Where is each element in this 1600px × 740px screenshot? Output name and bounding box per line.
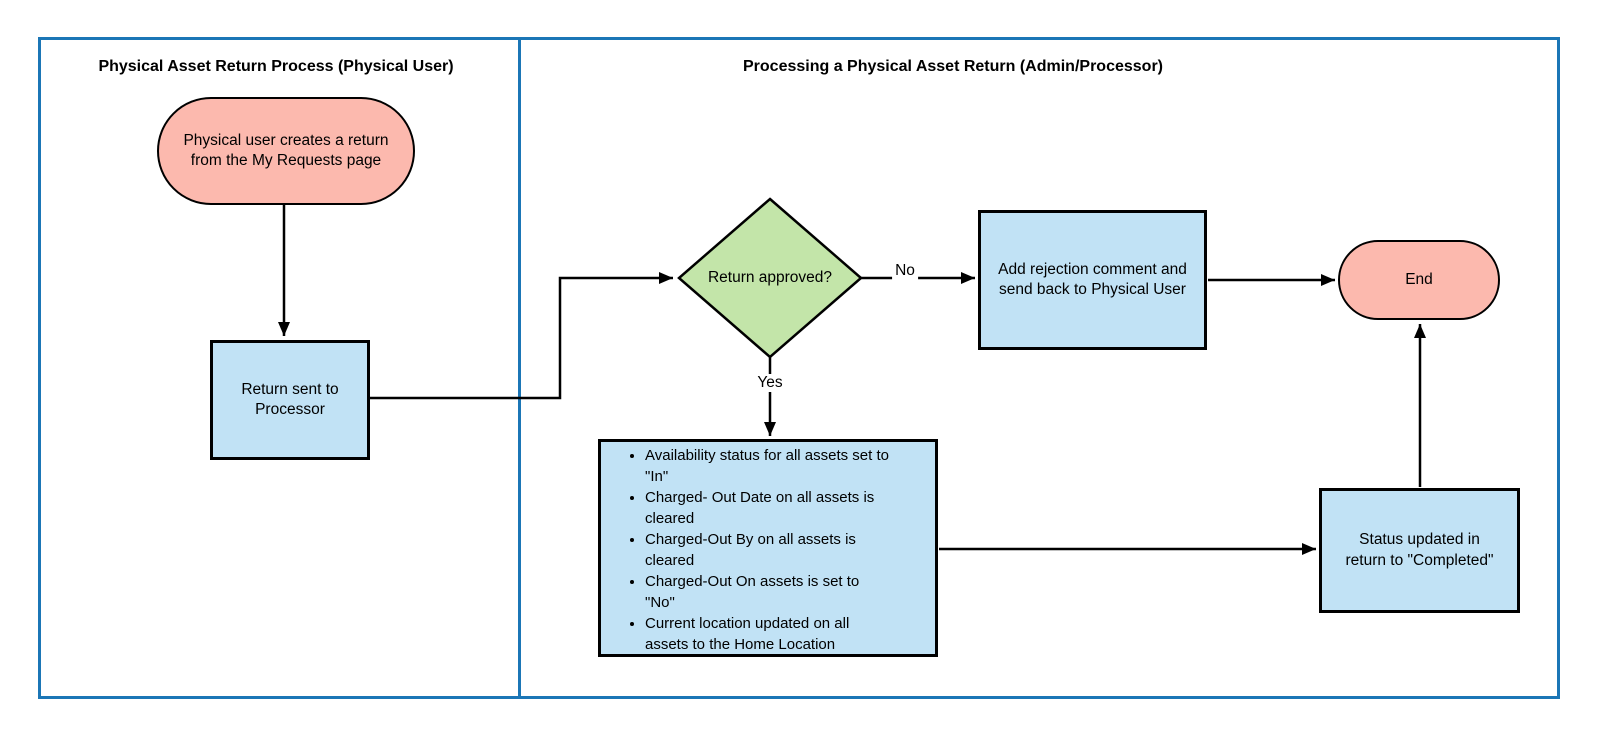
lane-title-admin-processor: Processing a Physical Asset Return (Admi… <box>743 58 1163 75</box>
asset-update-item: Availability status for all assets set t… <box>645 445 935 487</box>
asset-update-item: Charged-Out By on all assets is cleared <box>645 529 935 571</box>
start-terminator: Physical user creates a return from the … <box>157 97 415 205</box>
decision-return-approved: Return approved? <box>707 268 833 286</box>
asset-update-item: Charged-Out On assets is set to "No" <box>645 571 935 613</box>
edge-label-no: No <box>892 262 918 280</box>
edge-label-yes: Yes <box>754 374 786 392</box>
process-return-sent: Return sent to Processor <box>210 340 370 460</box>
process-add-rejection-comment: Add rejection comment and send back to P… <box>978 210 1207 350</box>
swimlane-divider <box>518 37 521 699</box>
swimlane-frame <box>38 37 1560 699</box>
lane-title-physical-user: Physical Asset Return Process (Physical … <box>98 58 454 75</box>
asset-update-item: Current location updated on all assets t… <box>645 613 935 655</box>
end-terminator: End <box>1338 240 1500 320</box>
asset-update-item: Charged- Out Date on all assets is clear… <box>645 487 935 529</box>
process-asset-update-actions: Availability status for all assets set t… <box>598 439 938 657</box>
asset-update-list: Availability status for all assets set t… <box>601 445 935 655</box>
process-status-updated: Status updated in return to "Completed" <box>1319 488 1520 613</box>
